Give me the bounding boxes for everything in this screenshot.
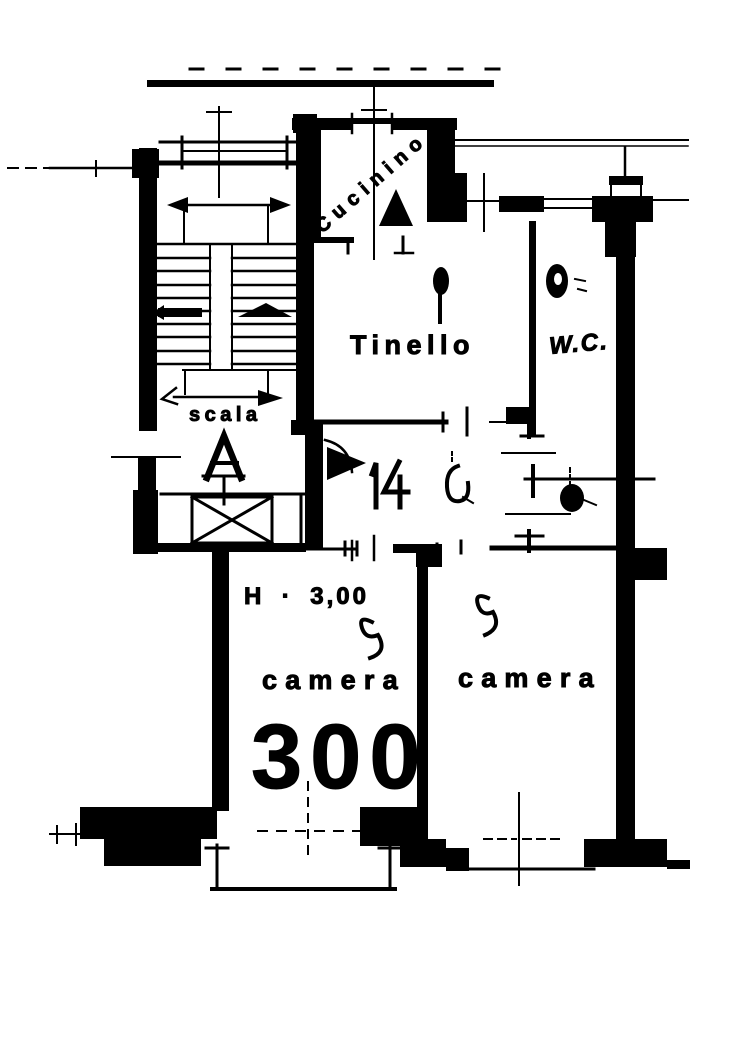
svg-text:camera: camera [458, 663, 602, 693]
svg-text:H · 3,00: H · 3,00 [244, 583, 369, 610]
svg-text:W.C.: W.C. [548, 328, 610, 360]
svg-text:300: 300 [251, 706, 429, 808]
svg-text:scala: scala [189, 404, 262, 426]
svg-text:Tinello: Tinello [350, 330, 475, 360]
svg-text:camera: camera [262, 665, 406, 695]
